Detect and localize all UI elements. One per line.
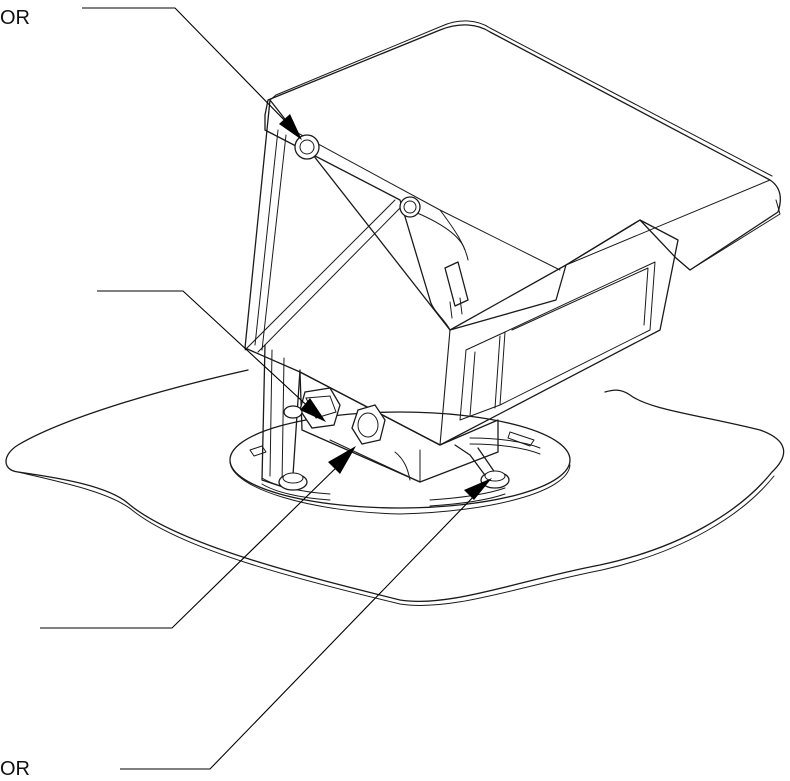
base-plate: [5, 369, 785, 603]
cable-clip: [444, 261, 469, 307]
bolt-back-left: [283, 405, 303, 419]
sun-shield: [264, 24, 782, 331]
leader-line-mid: [97, 290, 315, 413]
arrow-lower: [328, 446, 356, 474]
round-plate: [229, 411, 571, 509]
callout-label-bottom: OR: [0, 758, 30, 780]
leader-line-lower: [40, 461, 343, 629]
leader-line-top: [82, 7, 293, 129]
bracket-left: [261, 344, 301, 491]
arrow-bottom: [464, 478, 492, 500]
arrow-mid: [300, 398, 326, 422]
housing-body: [244, 99, 679, 446]
leader-line-bottom: [120, 491, 479, 770]
callout-label-top: OR: [0, 7, 30, 29]
arrow-top: [279, 114, 302, 140]
